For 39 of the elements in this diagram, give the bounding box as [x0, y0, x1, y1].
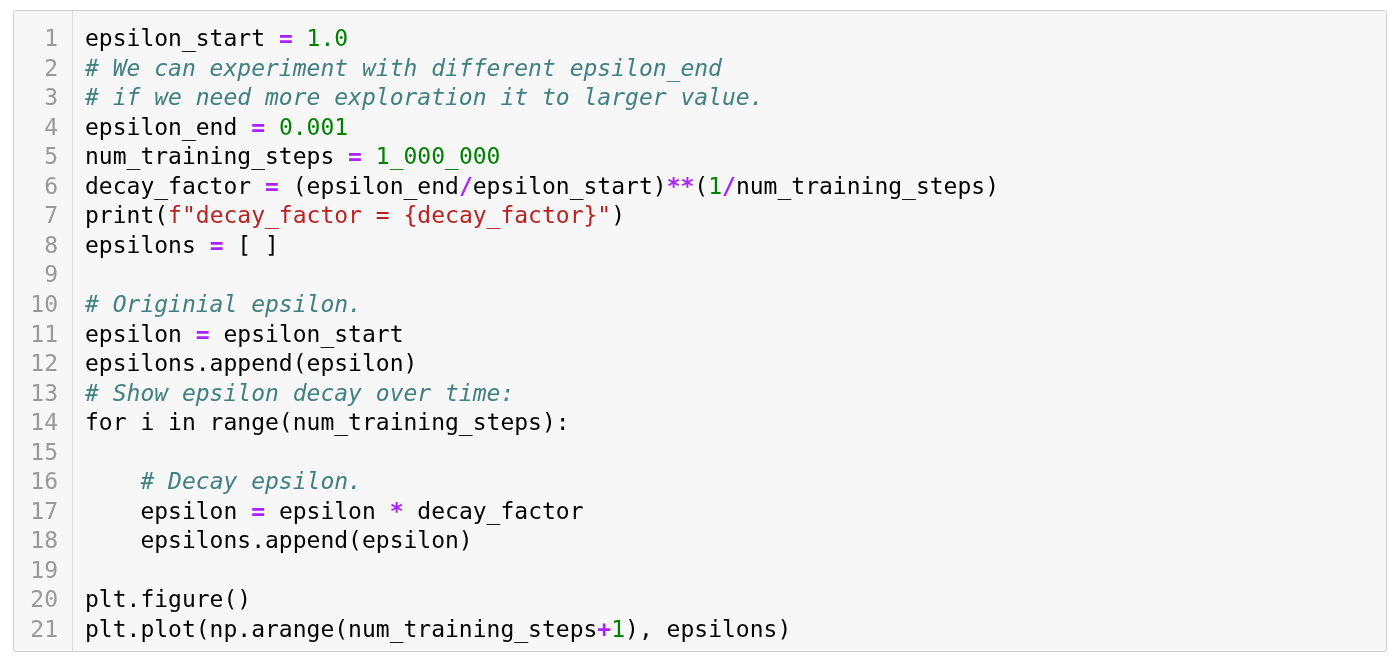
- code-line: epsilon = epsilon * decay_factor: [139, 496, 584, 526]
- code-line: print(f"decay_factor = {decay_factor}"): [85, 201, 626, 231]
- line-number: 3: [43, 83, 58, 113]
- line-number: 9: [43, 260, 58, 290]
- code-line: num_training_steps = 1_000_000: [85, 142, 501, 172]
- code-line: epsilon_start = 1.0: [85, 24, 349, 53]
- line-number: 5: [43, 142, 58, 172]
- code-line: for i in range(num_training_steps):: [85, 408, 570, 438]
- line-number: 10: [29, 289, 58, 319]
- line-number: 1: [43, 24, 58, 53]
- line-number: 11: [29, 319, 58, 349]
- code-line: epsilon_end = 0.001: [85, 112, 349, 142]
- code-line: epsilons.append(epsilon): [85, 349, 418, 379]
- line-number: 14: [29, 408, 58, 438]
- code-line: # if we need more exploration it to larger value.: [85, 83, 764, 113]
- code-line: epsilons.append(epsilon): [139, 526, 473, 556]
- line-number: 17: [29, 496, 58, 526]
- line-number: 16: [29, 467, 58, 497]
- code-line: # Decay epsilon.: [139, 467, 362, 497]
- line-number: 21: [29, 615, 58, 644]
- code-line: # We can experiment with different epsilon_end: [85, 53, 722, 83]
- line-number: 19: [29, 555, 58, 585]
- line-number: 13: [29, 378, 58, 408]
- line-number: 2: [43, 53, 58, 83]
- code-line: # Show epsilon decay over time:: [85, 378, 515, 408]
- code-line: epsilons = [ ]: [85, 230, 279, 260]
- code-line: decay_factor = (epsilon_end/epsilon_start)**(1/num_training_steps): [85, 171, 999, 201]
- line-number: 4: [43, 112, 58, 142]
- code-line: # Originial epsilon.: [85, 289, 362, 319]
- line-number: 8: [43, 230, 58, 260]
- line-number: 7: [43, 201, 58, 231]
- line-number: 12: [29, 349, 58, 379]
- code-line: epsilon = epsilon_start: [85, 319, 404, 349]
- code-line: plt.figure(): [85, 585, 252, 615]
- line-number: 15: [29, 437, 58, 467]
- code-line: plt.plot(np.arange(num_training_steps+1), epsilons): [85, 615, 792, 644]
- line-number: 20: [29, 585, 58, 615]
- line-number: 18: [29, 526, 58, 556]
- line-number: 6: [43, 171, 58, 201]
